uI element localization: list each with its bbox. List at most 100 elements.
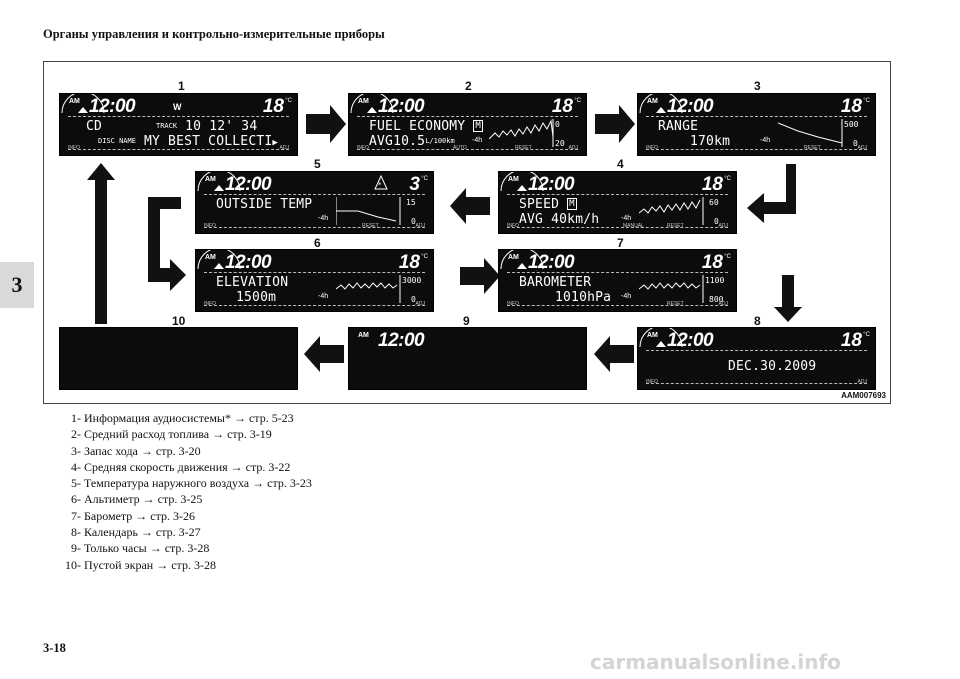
arrow-3-4 xyxy=(747,164,796,223)
speed-average: AVG 40km/h xyxy=(519,212,600,227)
screen-number-8: 8 xyxy=(754,314,761,328)
am-indicator: AM xyxy=(508,254,519,261)
graph-top-value: 60 xyxy=(709,198,719,207)
compass-icon xyxy=(197,172,241,192)
compass-icon xyxy=(61,94,105,114)
screen-audio-info: AM 12:00 W 18 °C CD TRACK 10 12' 34 DISC… xyxy=(59,93,298,156)
screen-range: AM 12:00 18 °C RANGE 170km -4h 500 0 INF… xyxy=(637,93,876,156)
elevation-title: ELEVATION xyxy=(216,275,289,290)
legend-item: 9- Только часы → стр. 3-28 xyxy=(71,541,210,556)
arrow-9-10 xyxy=(304,336,344,372)
arrow-7-8 xyxy=(774,275,802,322)
elevation-graph xyxy=(336,275,401,303)
graph-top-value: 1100 xyxy=(705,276,725,285)
graph-bottom-value: 0 xyxy=(411,217,416,226)
legend-item: 2- Средний расход топлива → стр. 3-19 xyxy=(71,427,272,442)
manual-badge: M xyxy=(567,198,577,210)
compass-icon xyxy=(350,94,394,114)
am-indicator: AM xyxy=(358,332,369,339)
hour-marker: -4h xyxy=(472,137,483,144)
graph-bottom-value: 0 xyxy=(411,295,416,304)
temperature-unit: °C xyxy=(285,98,292,104)
graph-top-value: 500 xyxy=(844,120,859,129)
range-value: 170km xyxy=(690,134,731,149)
am-indicator: AM xyxy=(647,98,658,105)
screen-number-6: 6 xyxy=(314,236,321,250)
disc-value: MY BEST COLLECTI xyxy=(143,134,273,149)
screen-number-9: 9 xyxy=(463,314,470,328)
speed-graph xyxy=(639,197,704,225)
svg-text:*: * xyxy=(378,181,382,189)
barometer-graph xyxy=(639,275,704,303)
range-graph xyxy=(778,119,843,147)
manual-badge: M xyxy=(473,120,483,132)
temperature-readout: 18 xyxy=(840,96,862,117)
am-indicator: AM xyxy=(358,98,369,105)
legend-item: 5- Температура наружного воздуха → стр. … xyxy=(71,476,312,491)
compass-icon xyxy=(500,172,544,192)
am-indicator: AM xyxy=(69,98,80,105)
speed-title: SPEED M xyxy=(519,197,577,212)
am-indicator: AM xyxy=(647,332,658,339)
legend-item: 6- Альтиметр → стр. 3-25 xyxy=(71,492,203,507)
screen-number-10: 10 xyxy=(172,314,186,328)
legend-item: 7- Барометр → стр. 3-26 xyxy=(71,508,196,523)
compass-icon xyxy=(639,94,683,114)
chapter-tab: 3 xyxy=(0,262,34,308)
track-value: 10 12' 34 xyxy=(185,119,258,134)
arrow-6-7 xyxy=(460,258,500,294)
page-header: Органы управления и контрольно-измерител… xyxy=(43,27,385,41)
graph-bottom-value: 0 xyxy=(853,139,858,148)
barometer-value: 1010hPa xyxy=(555,290,612,305)
fuel-economy-title: FUEL ECONOMY M xyxy=(369,119,483,134)
calendar-date: DEC.30.2009 xyxy=(728,359,817,374)
temperature-readout: 18 xyxy=(701,252,723,273)
watermark: carmanualsonline.info xyxy=(590,650,841,674)
flow-arrows xyxy=(87,105,802,372)
hour-marker: -4h xyxy=(318,293,329,300)
screen-number-4: 4 xyxy=(617,157,624,171)
screen-speed: AM 12:00 18 °C SPEED M AVG 40km/h -4h 60… xyxy=(498,171,737,234)
temperature-graph xyxy=(336,197,401,225)
graph-bottom-value: 20 xyxy=(555,139,565,148)
hour-marker: -4h xyxy=(760,137,771,144)
screen-number-2: 2 xyxy=(465,79,472,93)
screen-outside-temp: AM 12:00 * 3 °C OUTSIDE TEMP -4h 15 0 IN… xyxy=(195,171,434,234)
fuel-graph xyxy=(489,119,554,147)
audio-source: CD xyxy=(86,119,103,134)
temperature-readout: 18 xyxy=(840,330,862,351)
arrow-2-3 xyxy=(595,105,635,143)
temperature-unit: °C xyxy=(724,254,731,260)
screen-fuel-economy: AM 12:00 18 °C FUEL ECONOMY M AVG10.5L/1… xyxy=(348,93,587,156)
temperature-readout: 3 xyxy=(409,174,420,195)
temperature-unit: °C xyxy=(421,254,428,260)
arrow-10-1 xyxy=(87,163,115,324)
screen-blank xyxy=(59,327,298,390)
am-indicator: AM xyxy=(205,254,216,261)
track-info: TRACK 10 12' 34 xyxy=(156,119,257,134)
temperature-readout: 18 xyxy=(551,96,573,117)
arrow-4-5 xyxy=(450,188,490,224)
barometer-title: BAROMETER xyxy=(519,275,592,290)
am-indicator: AM xyxy=(205,176,216,183)
screen-number-5: 5 xyxy=(314,157,321,171)
compass-letter: W xyxy=(173,102,182,112)
range-title: RANGE xyxy=(658,119,699,134)
display-sequence-figure: 1 2 3 5 4 6 7 10 9 8 AM 12:00 W 18 °C CD… xyxy=(43,61,891,404)
graph-bottom-value: 800 xyxy=(709,295,724,304)
legend-item: 4- Средняя скорость движения → стр. 3-22 xyxy=(71,459,291,474)
temperature-unit: °C xyxy=(421,176,428,182)
ice-warning-icon: * xyxy=(374,175,388,190)
graph-top-value: 3000 xyxy=(402,276,422,285)
hour-marker: -4h xyxy=(621,215,632,222)
temperature-unit: °C xyxy=(863,98,870,104)
screen-clock-only: AM 12:00 xyxy=(348,327,587,390)
am-indicator: AM xyxy=(508,176,519,183)
